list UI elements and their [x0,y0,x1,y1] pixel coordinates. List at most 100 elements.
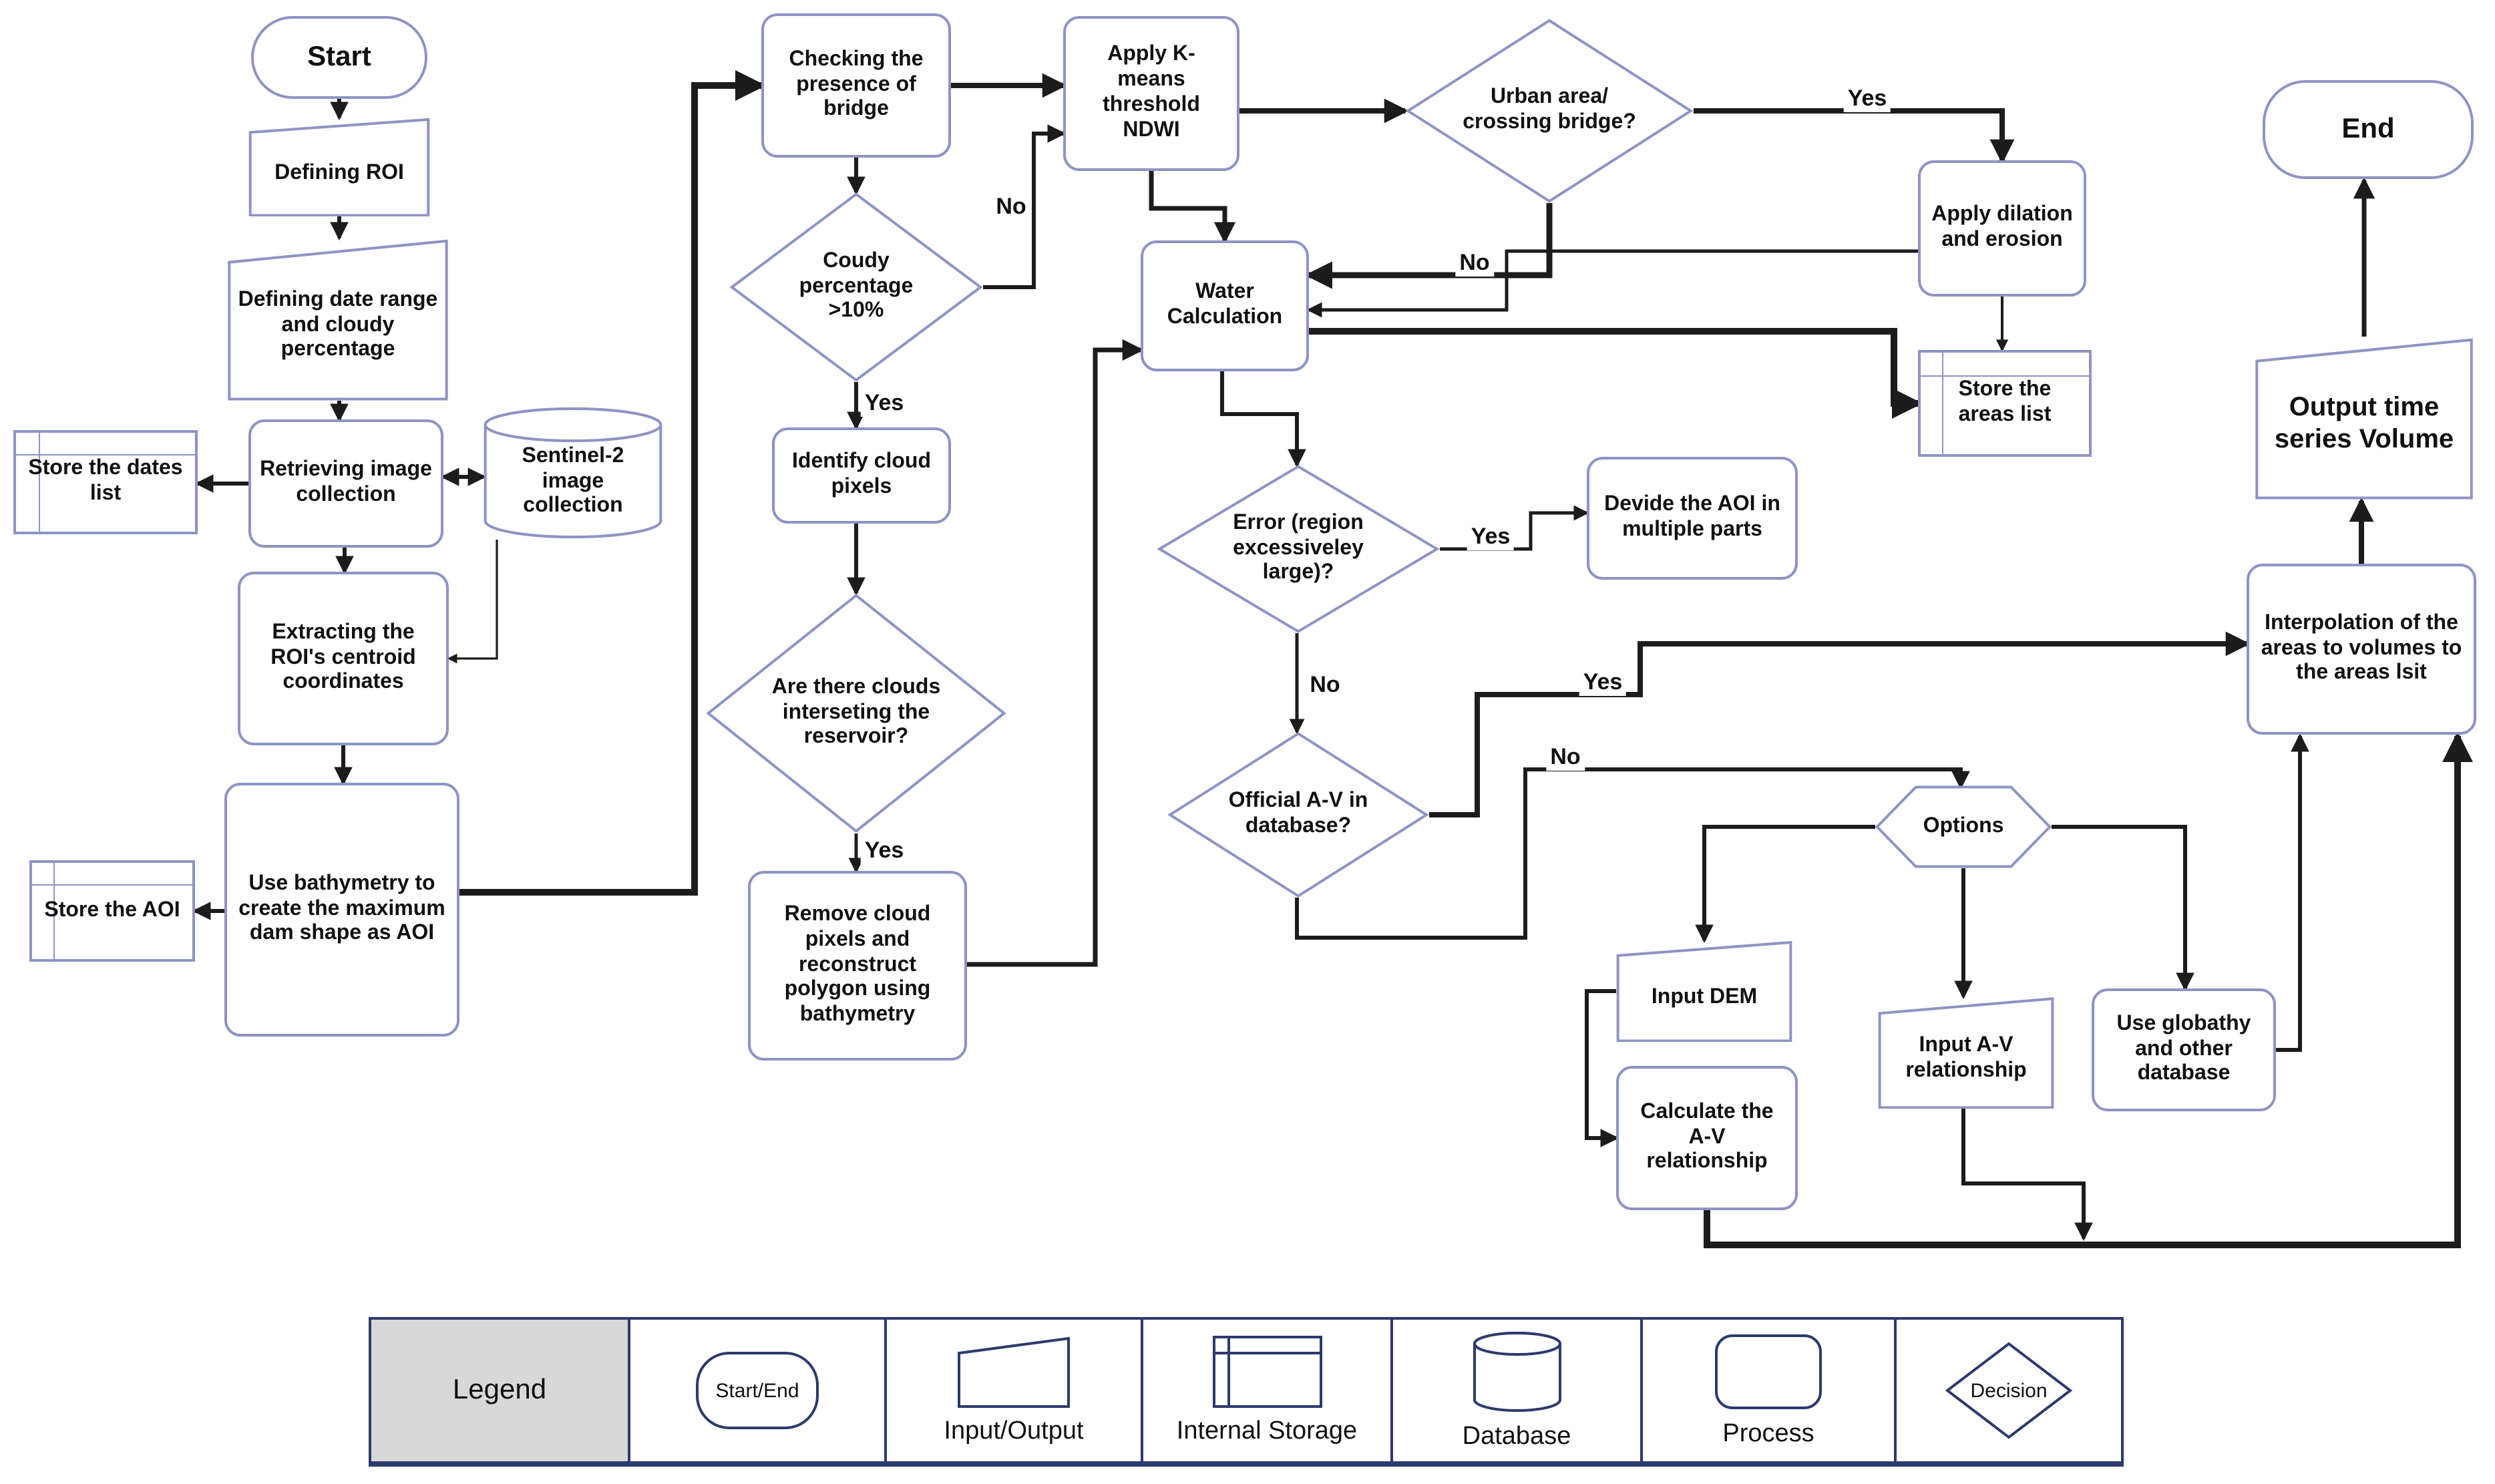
edge-options-to-input-dem [1695,825,1875,944]
decision-legend-icon: Decision [1945,1341,2073,1440]
node-retrieving: Retrieving image collection [248,419,443,548]
edge-label-official-yes-to-interpolation: Yes [1579,669,1627,696]
node-label: Checking the presence of bridge [789,47,924,121]
node-error-region: Error (region excessiveley large)? [1157,465,1440,633]
node-apply-kmeans: Apply K-means threshold NDWI [1063,16,1239,171]
node-urban-area: Urban area/ crossing bridge? [1405,19,1694,203]
decision-shape-icon [729,192,983,382]
legend-item-label: Input/Output [944,1417,1084,1445]
process-legend-icon [1712,1332,1825,1412]
storage-divider-icon [32,884,192,886]
node-label: Interpolation of the areas to volumes to… [2261,611,2462,685]
node-interpolation: Interpolation of the areas to volumes to… [2247,564,2476,735]
node-label: Start [307,41,371,72]
legend-item-label: Process [1722,1420,1814,1448]
io-shape-icon [227,238,449,401]
edge-label-official-no-to-options: No [1546,744,1585,771]
edge-label-clouds-yes-to-remove: Yes [860,838,908,864]
edge-watercalc-to-store-areas [1309,328,1923,419]
node-label: Defining ROI [274,161,404,184]
node-store-areas: Store the areas list [1918,350,2092,457]
node-label: Water Calculation [1167,281,1283,329]
node-store-aoi: Store the AOI [29,860,195,962]
node-label: Input DEM [1651,985,1758,1008]
legend-item-label: Legend [452,1374,547,1405]
legend-decision: Decision [1894,1320,2121,1461]
edge-sentinel-to-extracting [447,540,498,664]
node-sentinel2: Sentinel-2 image collection [484,406,662,540]
legend-database: Database [1390,1320,1640,1461]
node-label: Remove cloud pixels and reconstruct poly… [784,902,931,1027]
node-input-av: Input A-V relationship [1878,996,2054,1109]
node-label: Retrieving image collection [260,458,432,506]
node-label: Output time series Volume [2274,393,2454,454]
io-shape-icon [248,118,430,216]
node-defining-roi: Defining ROI [248,118,430,216]
node-cloudy-pct: Coudy percentage >10% [729,192,983,382]
edge-label-cloudy-no-to-kmeans: No [992,194,1030,220]
edge-calculate-bus-to-interpolation [1704,731,2473,1248]
node-label: Calculate the A-V relationship [1640,1100,1774,1173]
node-water-calc: Water Calculation [1141,240,1309,371]
node-label: Devide the AOI in multiple parts [1604,493,1780,541]
edge-dilation-feedback-to-watercalc [1306,249,1918,318]
edge-urban-no-to-watercalc [1304,203,1553,289]
edge-options-to-globathy [2052,825,2194,992]
node-use-bathymetry: Use bathymetry to create the maximum dam… [224,783,459,1037]
node-label: Use bathymetry to create the maximum dam… [238,872,445,945]
edge-label-cloudy-yes-to-identify: Yes [860,390,908,417]
node-label: Store the dates list [28,457,183,505]
node-start: Start [251,16,427,99]
node-store-dates: Store the dates list [13,430,198,534]
legend-item-label: Internal Storage [1176,1417,1358,1445]
node-official-av: Official A-V in database? [1167,732,1429,898]
node-label: Are there clouds interseting the reservo… [771,675,941,749]
legend-item-label: Start/End [715,1379,799,1402]
node-label: End [2341,113,2395,144]
node-label: Apply K-means threshold NDWI [1103,43,1200,142]
edge-kmeans-to-watercalc [1149,171,1236,244]
node-checking-bridge: Checking the presence of bridge [761,13,951,158]
edge-input-av-to-bus [1961,1109,2093,1242]
storage-divider-icon [1942,353,1944,454]
database-legend-icon [1470,1329,1563,1415]
legend-item-label: Decision [1970,1379,2048,1402]
storage-divider-icon [1921,375,2089,377]
storage-divider-icon [39,433,41,532]
edge-label-error-no-to-official: No [1306,672,1344,699]
node-devide-aoi: Devide the AOI in multiple parts [1587,457,1798,580]
node-label: Defining date range and cloudy percentag… [238,288,438,361]
node-label: Store the areas list [1958,378,2052,426]
node-label: Error (region excessiveley large)? [1233,511,1364,584]
edge-label-error-yes-to-devide: Yes [1467,524,1515,550]
legend-input-output: Input/Output [884,1320,1141,1461]
node-use-globathy: Use globathy and other database [2092,988,2276,1111]
node-options: Options [1875,785,2052,868]
edge-urban-yes-to-dilation [1694,108,2015,164]
node-apply-dilation: Apply dilation and erosion [1918,160,2086,297]
node-extracting: Extracting the ROI's centroid coordinate… [238,572,449,745]
node-label: Urban area/ crossing bridge? [1463,85,1636,134]
node-label: Options [1923,814,2004,838]
edge-label-urban-no-to-watercalc: No [1455,250,1494,276]
node-label: Identify cloud pixels [792,450,931,498]
node-label: Apply dilation and erosion [1931,203,2073,251]
edge-globathy-to-interpolation [2276,733,2309,1052]
node-input-dem: Input DEM [1616,940,1792,1042]
node-label: Sentinel-2 image collection [522,444,624,518]
storage-legend-icon [1211,1334,1323,1409]
legend-item-label: Database [1462,1423,1571,1451]
storage-divider-icon [53,863,55,959]
node-label: Extracting the ROI's centroid coordinate… [270,620,416,694]
node-identify-cloud: Identify cloud pixels [772,427,951,524]
io-shape-icon [2255,337,2474,500]
node-defining-date: Defining date range and cloudy percentag… [227,238,449,401]
io-legend-icon [956,1334,1071,1409]
storage-divider-icon [16,454,195,456]
node-clouds-intersect: Are there clouds interseting the reservo… [705,593,1007,833]
node-output-ts: Output time series Volume [2255,337,2474,500]
edge-input-dem-to-calculate [1585,989,1619,1147]
